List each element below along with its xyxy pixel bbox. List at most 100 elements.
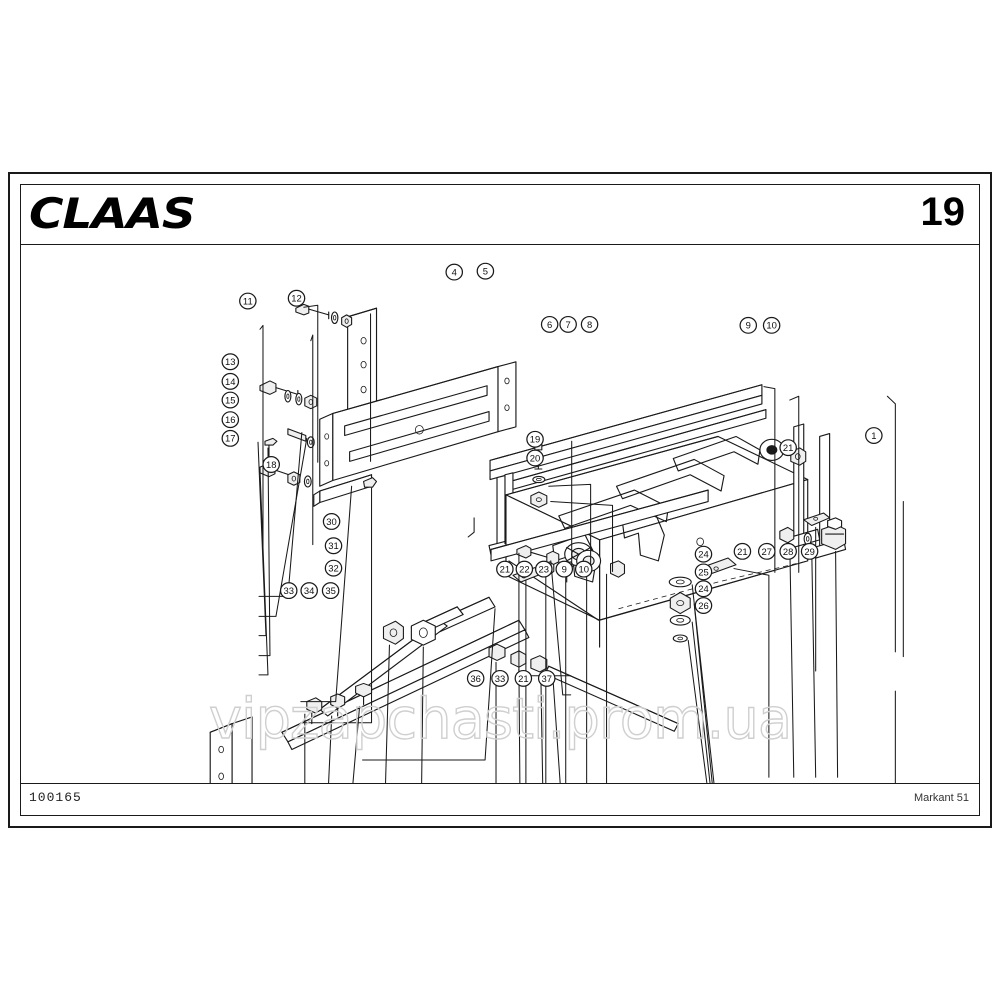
callout-bubble[interactable] bbox=[445, 263, 464, 281]
callout-21-c31[interactable]: 21 bbox=[733, 542, 752, 560]
callout-bubble[interactable] bbox=[526, 430, 544, 448]
callout-33-c38[interactable]: 33 bbox=[279, 582, 298, 600]
callout-bubble[interactable] bbox=[514, 669, 533, 687]
callout-35-c40[interactable]: 35 bbox=[321, 582, 340, 600]
callout-bubble[interactable] bbox=[300, 582, 318, 600]
part-nut-2 bbox=[341, 314, 353, 328]
callout-7-c7[interactable]: 7 bbox=[559, 315, 577, 333]
callout-bubble[interactable] bbox=[779, 542, 797, 560]
callout-bubble[interactable] bbox=[496, 560, 514, 578]
callout-bubble[interactable] bbox=[694, 580, 713, 598]
callout-12-c12[interactable]: 12 bbox=[287, 289, 306, 307]
callout-25-c28[interactable]: 25 bbox=[694, 563, 713, 581]
callout-8-c8[interactable]: 8 bbox=[580, 315, 599, 333]
part-nut-8 bbox=[530, 491, 548, 508]
callout-bubble[interactable] bbox=[526, 449, 544, 467]
callout-10-c26[interactable]: 10 bbox=[574, 560, 593, 578]
callout-bubble[interactable] bbox=[800, 542, 819, 560]
callout-19-c19[interactable]: 19 bbox=[526, 430, 544, 448]
sheet-header: CLAAS 19 bbox=[21, 185, 979, 245]
callout-bubble[interactable] bbox=[865, 427, 883, 444]
callout-27-c32[interactable]: 27 bbox=[757, 542, 776, 560]
callout-bubble[interactable] bbox=[515, 560, 534, 578]
callout-21-c22[interactable]: 21 bbox=[496, 560, 514, 578]
callout-bubble[interactable] bbox=[324, 537, 343, 555]
callout-bubble[interactable] bbox=[287, 289, 306, 307]
callout-15-c15[interactable]: 15 bbox=[221, 391, 240, 409]
callout-18-c18[interactable]: 18 bbox=[262, 456, 280, 473]
callout-bubble[interactable] bbox=[559, 315, 577, 333]
callout-34-c39[interactable]: 34 bbox=[300, 582, 318, 600]
callout-bubble[interactable] bbox=[537, 669, 556, 687]
callout-13-c13[interactable]: 13 bbox=[221, 353, 240, 371]
callout-bubble[interactable] bbox=[779, 439, 797, 457]
part-washer-24a bbox=[668, 576, 692, 588]
part-washer-12a bbox=[284, 389, 292, 403]
callout-1-c1[interactable]: 1 bbox=[865, 427, 883, 444]
callout-bubble[interactable] bbox=[580, 315, 599, 333]
callout-bubble[interactable] bbox=[757, 542, 776, 560]
callout-30-c35[interactable]: 30 bbox=[322, 513, 341, 530]
callout-16-c16[interactable]: 16 bbox=[221, 411, 240, 429]
callout-33-c42[interactable]: 33 bbox=[491, 669, 509, 687]
callout-29-c34[interactable]: 29 bbox=[800, 542, 819, 560]
callout-bubble[interactable] bbox=[321, 582, 340, 600]
callout-number: 35 bbox=[325, 586, 336, 596]
callout-bubble[interactable] bbox=[324, 559, 343, 577]
callout-17-c17[interactable]: 17 bbox=[221, 429, 240, 447]
callout-bubble[interactable] bbox=[466, 669, 485, 687]
callout-37-c44[interactable]: 37 bbox=[537, 669, 556, 687]
callout-bubble[interactable] bbox=[739, 316, 758, 334]
callout-bubble[interactable] bbox=[574, 560, 593, 578]
callout-bubble[interactable] bbox=[221, 353, 240, 371]
callout-bubble[interactable] bbox=[694, 545, 713, 563]
callout-21-c21[interactable]: 21 bbox=[779, 439, 797, 457]
callout-bubble[interactable] bbox=[322, 513, 341, 530]
callout-bubble[interactable] bbox=[279, 582, 298, 600]
callout-bubble[interactable] bbox=[535, 560, 553, 578]
callout-4-c4[interactable]: 4 bbox=[445, 263, 464, 281]
catalog-sheet-frame: CLAAS 19 bbox=[8, 172, 992, 828]
callout-number: 23 bbox=[539, 565, 550, 575]
callout-bubble[interactable] bbox=[762, 316, 781, 334]
callout-32-c37[interactable]: 32 bbox=[324, 559, 343, 577]
callout-6-c6[interactable]: 6 bbox=[540, 315, 559, 333]
callout-bubble[interactable] bbox=[221, 391, 240, 409]
callout-11-c11[interactable]: 11 bbox=[239, 292, 257, 310]
part-washer-28 bbox=[803, 532, 812, 546]
callout-bubbles: 1234567891011121314151617181920212122239… bbox=[221, 262, 883, 687]
callout-36-c41[interactable]: 36 bbox=[466, 669, 485, 687]
callout-number: 30 bbox=[326, 517, 337, 527]
callout-bubble[interactable] bbox=[733, 542, 752, 560]
callout-9-c9[interactable]: 9 bbox=[739, 316, 758, 334]
page-number: 19 bbox=[920, 190, 966, 234]
callout-22-c23[interactable]: 22 bbox=[515, 560, 534, 578]
callout-bubble[interactable] bbox=[221, 429, 240, 447]
part-washer-26 bbox=[672, 634, 688, 643]
callout-bubble[interactable] bbox=[694, 597, 713, 614]
callout-21-c43[interactable]: 21 bbox=[514, 669, 533, 687]
callout-5-c5[interactable]: 5 bbox=[476, 262, 495, 280]
callout-14-c14[interactable]: 14 bbox=[221, 372, 240, 390]
callout-28-c33[interactable]: 28 bbox=[779, 542, 797, 560]
callout-20-c20[interactable]: 20 bbox=[526, 449, 544, 467]
callout-9-c25[interactable]: 9 bbox=[555, 560, 574, 578]
callout-24-c29[interactable]: 24 bbox=[694, 580, 713, 598]
callout-bubble[interactable] bbox=[221, 372, 240, 390]
callout-bubble[interactable] bbox=[694, 563, 713, 581]
callout-31-c36[interactable]: 31 bbox=[324, 537, 343, 555]
callout-bubble[interactable] bbox=[221, 411, 240, 429]
callout-number: 32 bbox=[328, 564, 339, 574]
callout-bubble[interactable] bbox=[540, 315, 559, 333]
callout-26-c30[interactable]: 26 bbox=[694, 597, 713, 614]
callout-bubble[interactable] bbox=[262, 456, 280, 473]
callout-10-c10[interactable]: 10 bbox=[762, 316, 781, 334]
callout-number: 22 bbox=[519, 565, 530, 575]
callout-bubble[interactable] bbox=[555, 560, 574, 578]
callout-bubble[interactable] bbox=[476, 262, 495, 280]
callout-bubble[interactable] bbox=[491, 669, 509, 687]
callout-23-c24[interactable]: 23 bbox=[535, 560, 553, 578]
part-nut-34 bbox=[330, 693, 346, 717]
callout-bubble[interactable] bbox=[239, 292, 257, 310]
callout-24-c27[interactable]: 24 bbox=[694, 545, 713, 563]
